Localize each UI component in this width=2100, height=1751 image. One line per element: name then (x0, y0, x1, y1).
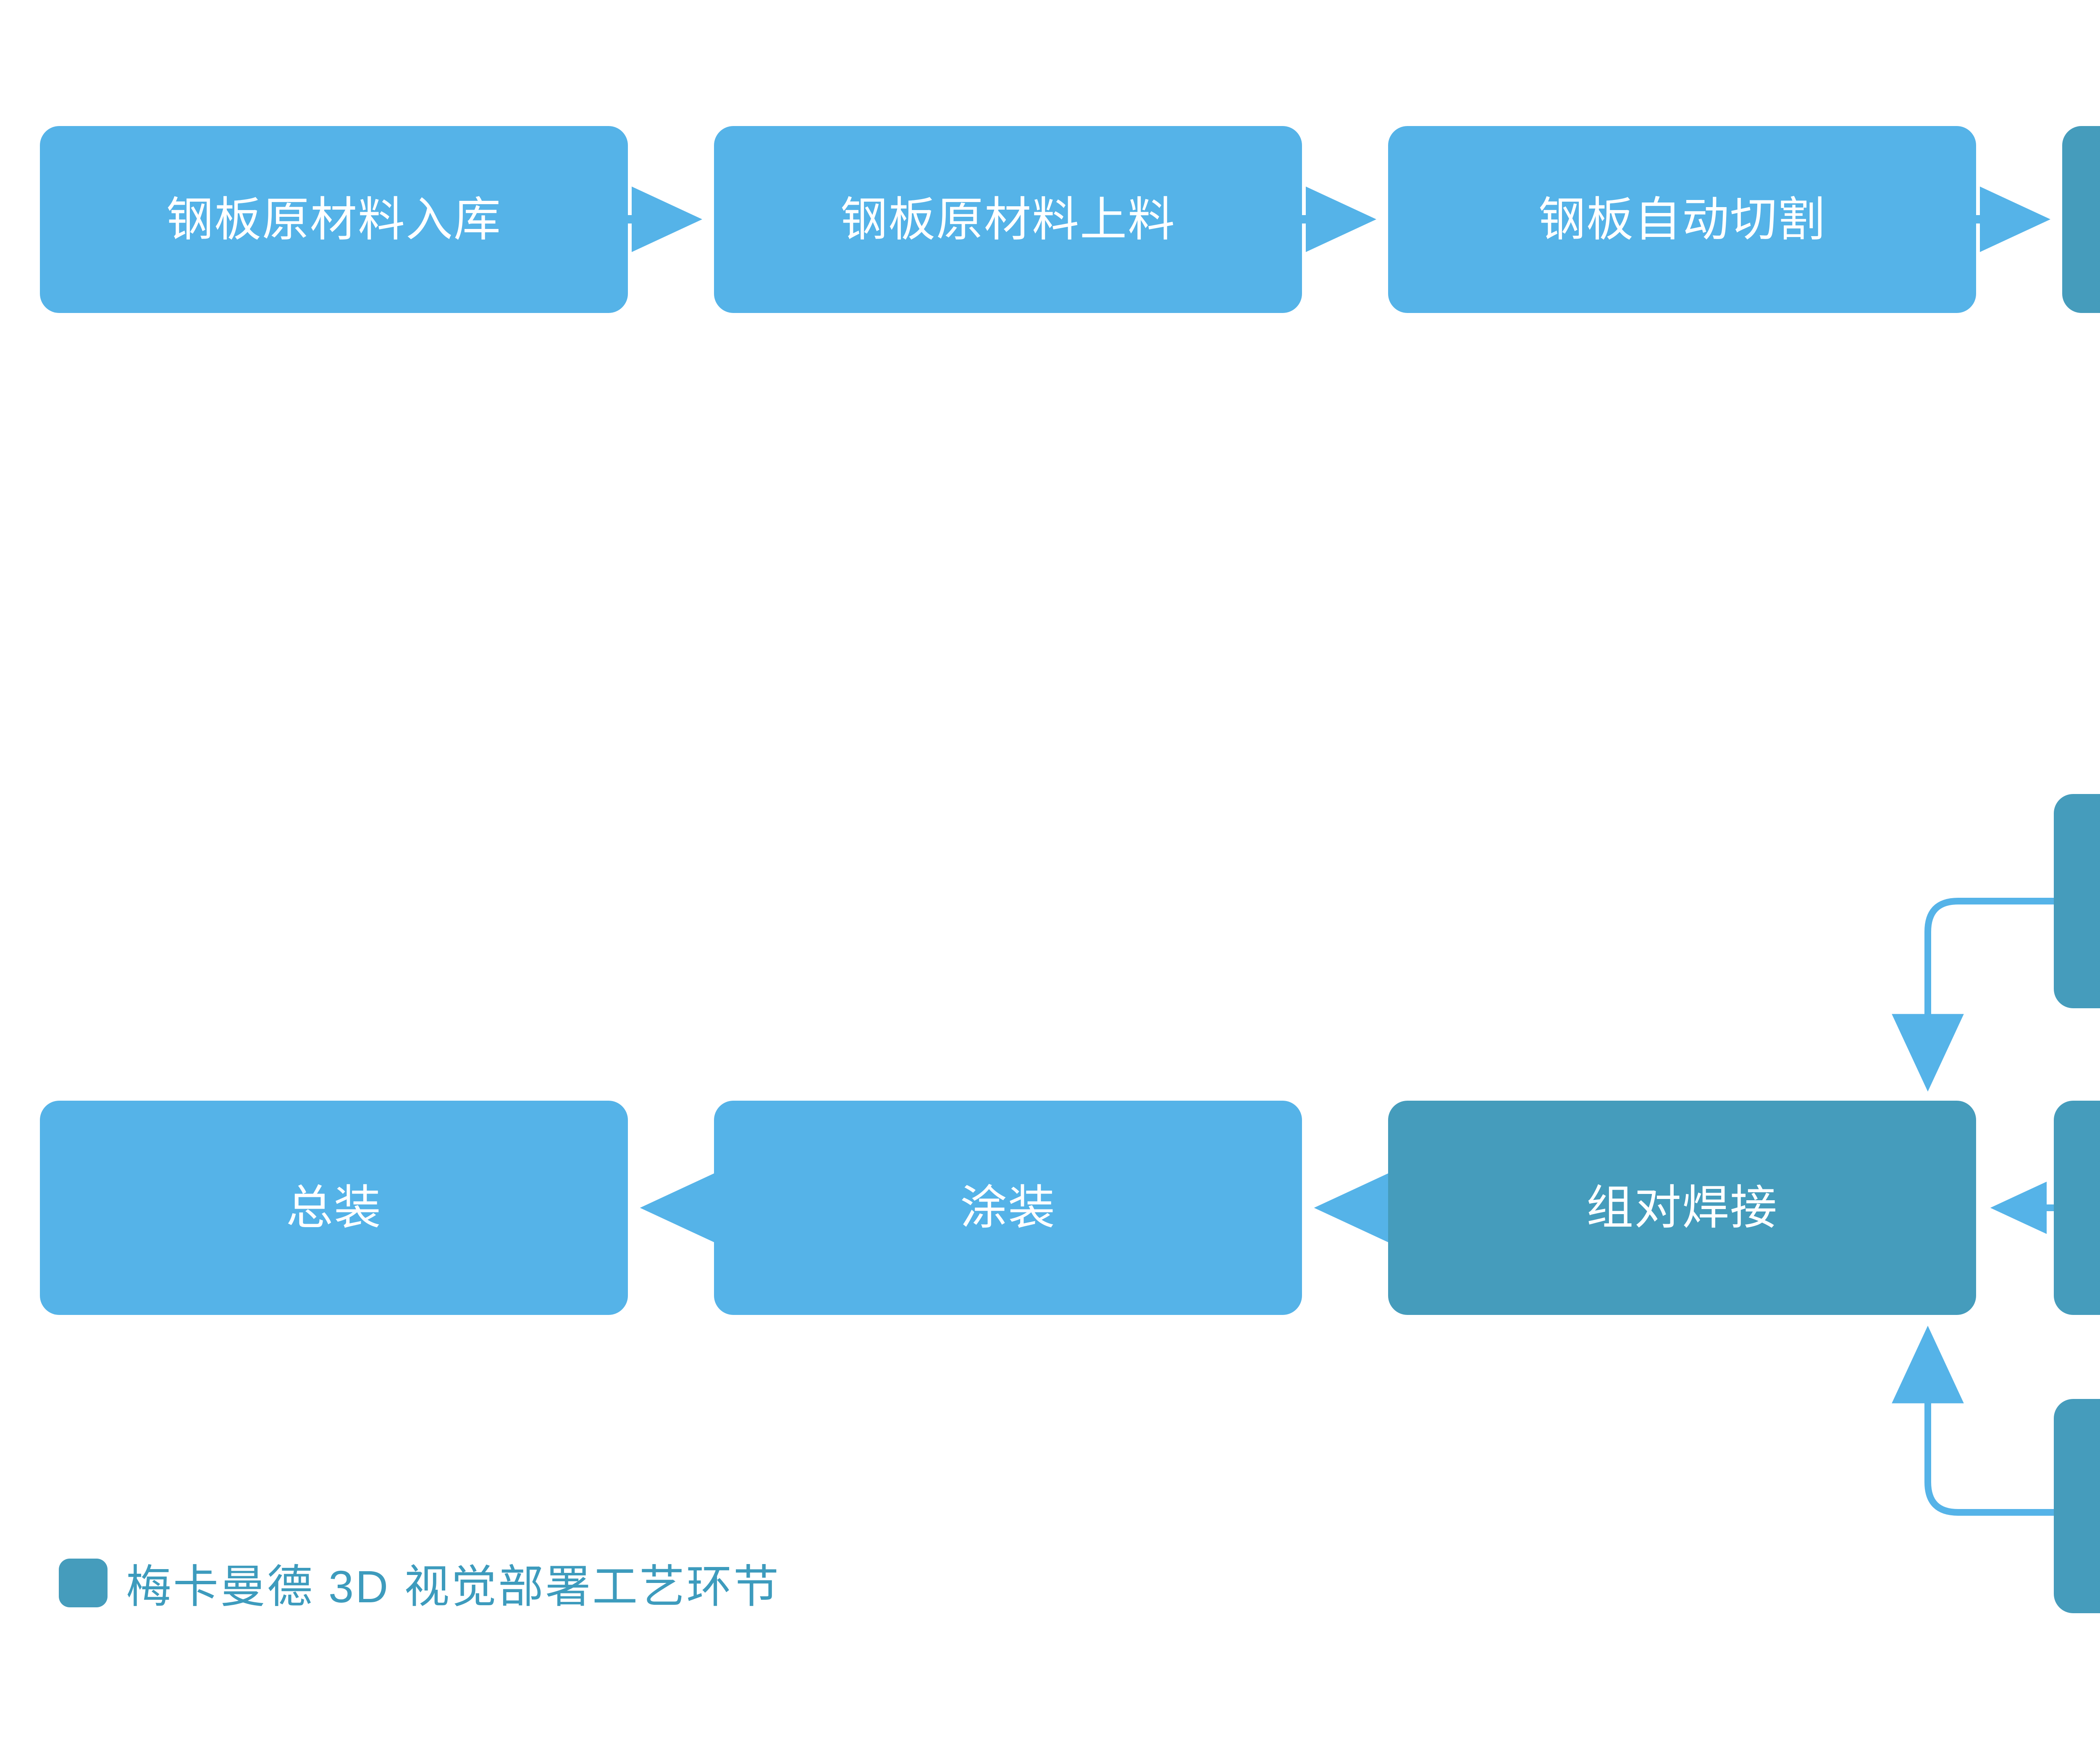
node-label: 涂装 (960, 1181, 1056, 1234)
node-label: 总装 (286, 1181, 382, 1234)
node-label: 钢板自动切割 (1538, 193, 1826, 246)
legend-label: 梅卡曼德 3D 视觉部署工艺环节 (126, 1561, 781, 1612)
node-steel-plate-auto-cutting[interactable]: 钢板自动切割 (1388, 126, 1976, 313)
node-label: 钢板原材料入库 (166, 193, 501, 246)
node-steel-plate-auto-cut-unloading[interactable]: 钢板自动 切割下料 (2062, 126, 2100, 313)
node-label: 钢板原材料上料 (840, 193, 1176, 246)
edge-bus-n8-out (1924, 1373, 2054, 1516)
node-groove-cutting[interactable]: 开坡口 (2054, 794, 2100, 1008)
node-steel-plate-raw-material-loading[interactable]: 钢板原材料上料 (714, 126, 1302, 313)
node-label: 折弯/卷圆 (2064, 1474, 2100, 1538)
node-machining[interactable]: 机加工 (2054, 1101, 2100, 1315)
node-painting[interactable]: 涂装 (714, 1101, 1302, 1315)
node-bending-rolling[interactable]: 折弯/卷圆 (2054, 1399, 2100, 1613)
legend: 梅卡曼德 3D 视觉部署工艺环节 (59, 1550, 780, 1616)
node-label: 组对焊接 (1586, 1181, 1778, 1234)
node-fit-up-welding[interactable]: 组对焊接 (1388, 1101, 1976, 1315)
legend-color-swatch (59, 1559, 108, 1607)
node-steel-plate-raw-material-warehousing[interactable]: 钢板原材料入库 (40, 126, 628, 313)
node-label: 钢板自动 切割下料 (2072, 156, 2100, 283)
edge-bus-n6-out (1924, 898, 2054, 1046)
node-label: 开坡口 (2064, 869, 2100, 933)
node-final-assembly[interactable]: 总装 (40, 1101, 628, 1315)
node-label: 机加工 (2064, 1176, 2100, 1239)
